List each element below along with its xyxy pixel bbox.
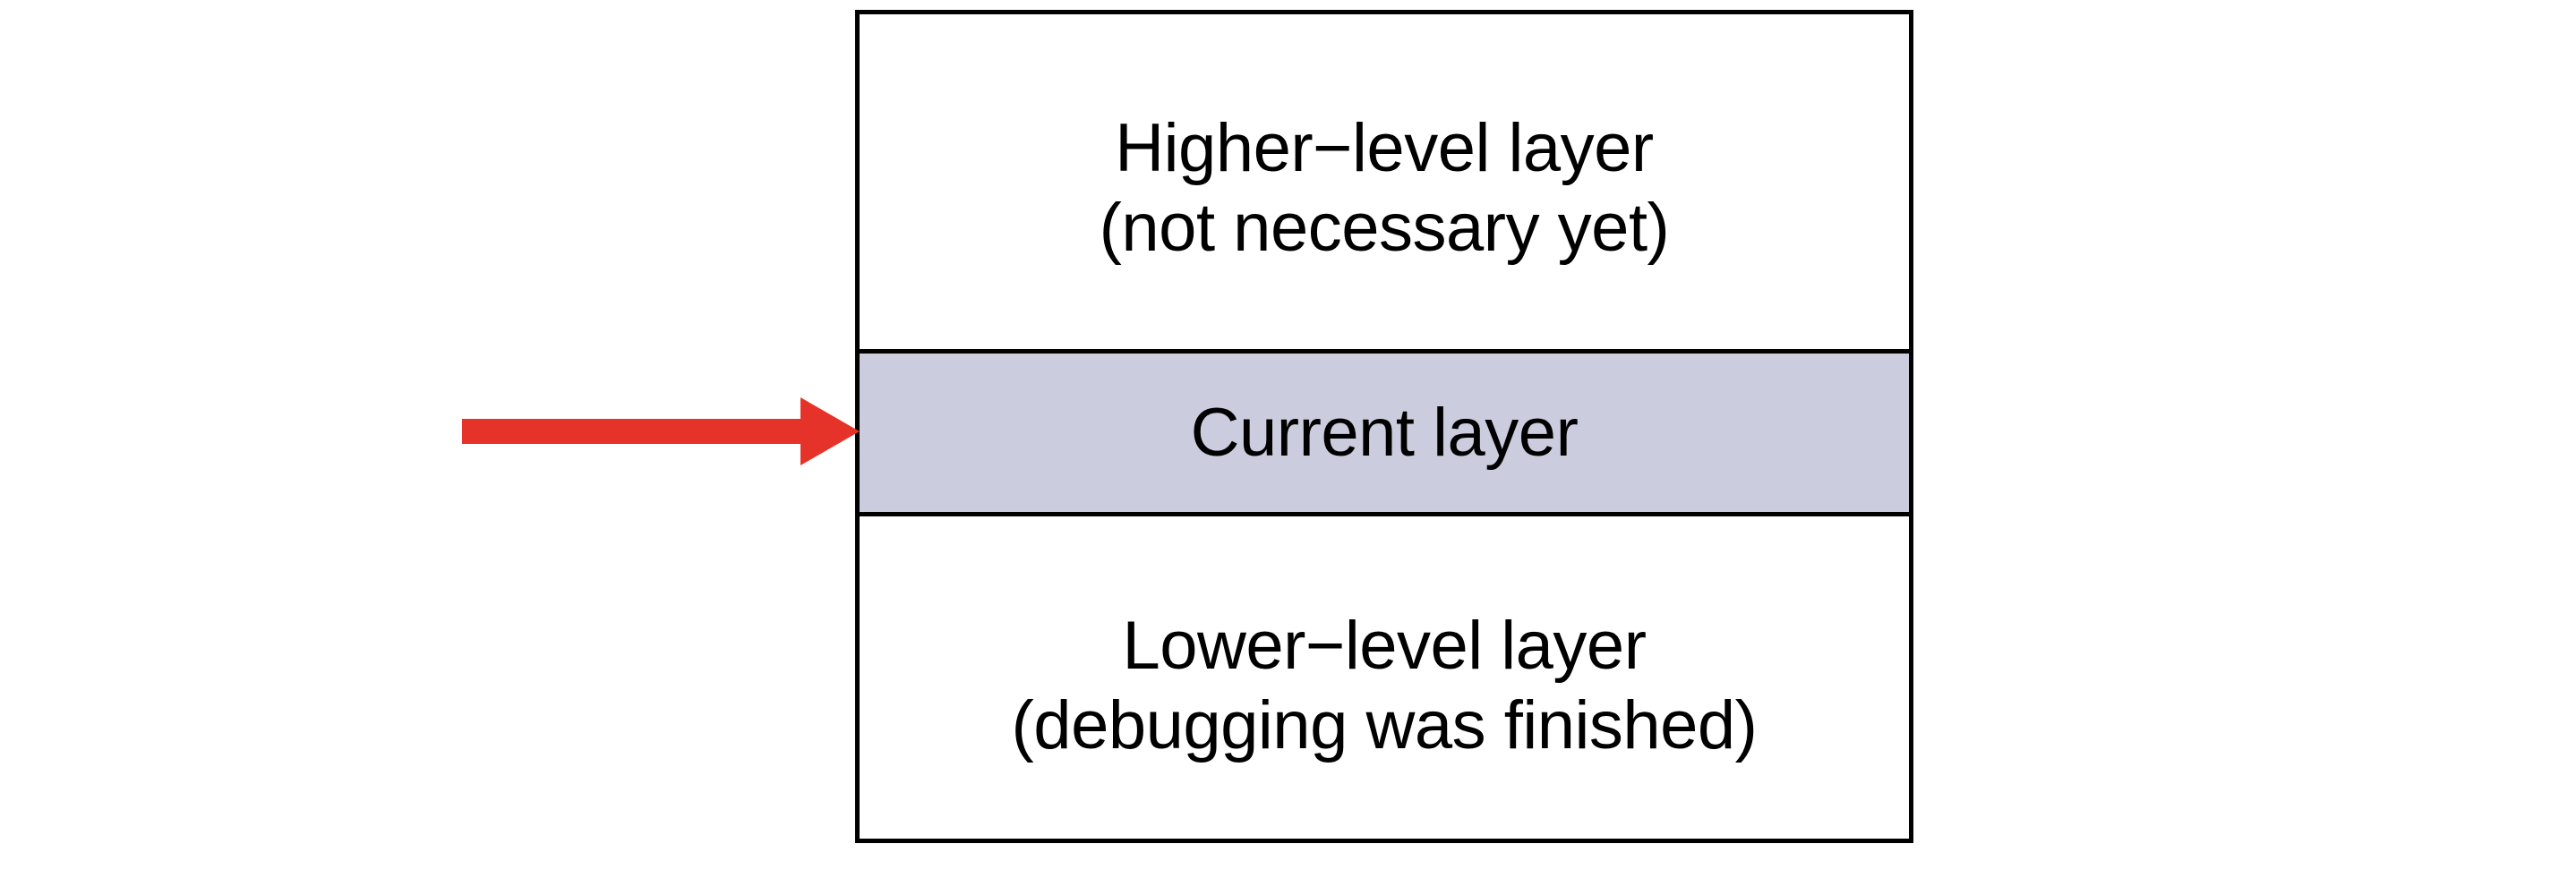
layer-higher-level-title: Higher−level layer bbox=[1115, 109, 1654, 186]
layer-row-lower-level: Lower−level layer (debugging was finishe… bbox=[860, 516, 1909, 839]
arrow-right-icon bbox=[462, 397, 860, 465]
layer-lower-level-title: Lower−level layer bbox=[1122, 607, 1647, 684]
layer-higher-level-subtitle: (not necessary yet) bbox=[1099, 190, 1670, 266]
layer-lower-level-subtitle: (debugging was finished) bbox=[1011, 687, 1758, 763]
layer-stack-diagram: Higher−level layer (not necessary yet) C… bbox=[855, 10, 1913, 843]
layer-row-higher-level: Higher−level layer (not necessary yet) bbox=[860, 14, 1909, 349]
layer-row-current: Current layer bbox=[860, 349, 1909, 516]
layer-current-title: Current layer bbox=[1190, 394, 1579, 471]
